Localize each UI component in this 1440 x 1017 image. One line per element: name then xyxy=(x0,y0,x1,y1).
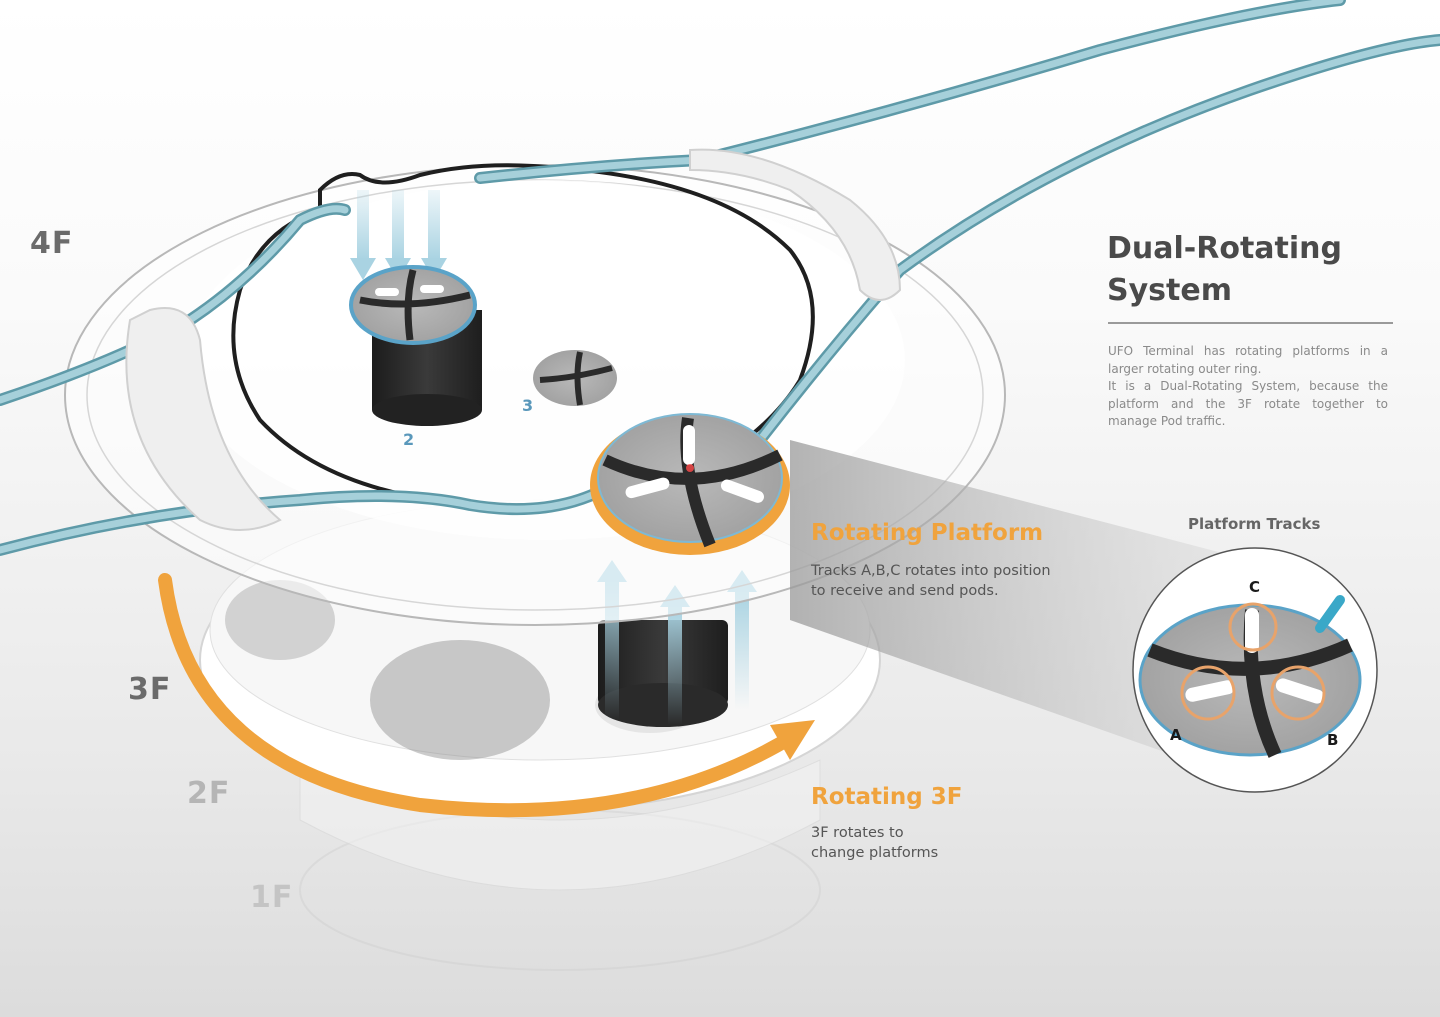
platform-tracks-title: Platform Tracks xyxy=(1188,515,1321,533)
platform-tracks-detail xyxy=(1132,547,1378,793)
info-title-line1: Dual-Rotating xyxy=(1107,231,1342,266)
info-paragraph-2: It is a Dual-Rotating System, because th… xyxy=(1108,379,1388,428)
platform-number-3: 3 xyxy=(522,396,534,415)
rotating-3f-line2: change platforms xyxy=(811,845,939,861)
track-label-c: C xyxy=(1249,578,1261,596)
rotating-platform xyxy=(590,413,790,555)
ring-clamp-right xyxy=(689,148,902,301)
rotating-3f-description: 3F rotates to change platforms xyxy=(811,823,938,863)
floor-1f-text: 1F xyxy=(250,880,294,915)
rotating-platform-title: Rotating Platform xyxy=(811,520,1044,546)
magnify-beam xyxy=(790,440,1230,775)
downflow-arrows xyxy=(350,190,447,280)
rotation-3f-arrow xyxy=(158,573,802,818)
floor-label-3f: 3F xyxy=(128,672,171,707)
floor-label-4f: 4F xyxy=(30,226,73,261)
rotating-platform-line2: to receive and send pods. xyxy=(811,583,999,599)
info-description: UFO Terminal has rotating platforms in a… xyxy=(1108,343,1388,431)
floor-2f-text: 2F xyxy=(187,776,231,811)
platform-3 xyxy=(533,350,617,406)
floor-label-1f: 1F xyxy=(250,880,293,915)
floor-3f-text: 3F xyxy=(128,672,172,707)
platform-number-2: 2 xyxy=(403,430,415,449)
track-label-a: A xyxy=(1170,726,1182,744)
ring-clamp-left xyxy=(125,307,282,531)
rotating-3f-line1: 3F rotates to xyxy=(811,825,904,841)
floor-4f-text: 4F xyxy=(30,226,74,261)
floor-label-2f: 2F xyxy=(187,776,230,811)
platform-2 xyxy=(349,265,482,426)
rotating-platform-description: Tracks A,B,C rotates into position to re… xyxy=(811,561,1051,601)
info-divider xyxy=(1108,322,1393,324)
info-title-line2: System xyxy=(1107,273,1232,308)
rotating-platform-line1: Tracks A,B,C rotates into position xyxy=(811,563,1051,579)
track-label-b: B xyxy=(1327,731,1339,749)
pod-tubes xyxy=(0,0,1440,556)
info-paragraph-1: UFO Terminal has rotating platforms in a… xyxy=(1108,344,1388,376)
info-title: Dual-Rotating System xyxy=(1107,228,1342,312)
rotating-3f-title: Rotating 3F xyxy=(811,784,963,810)
